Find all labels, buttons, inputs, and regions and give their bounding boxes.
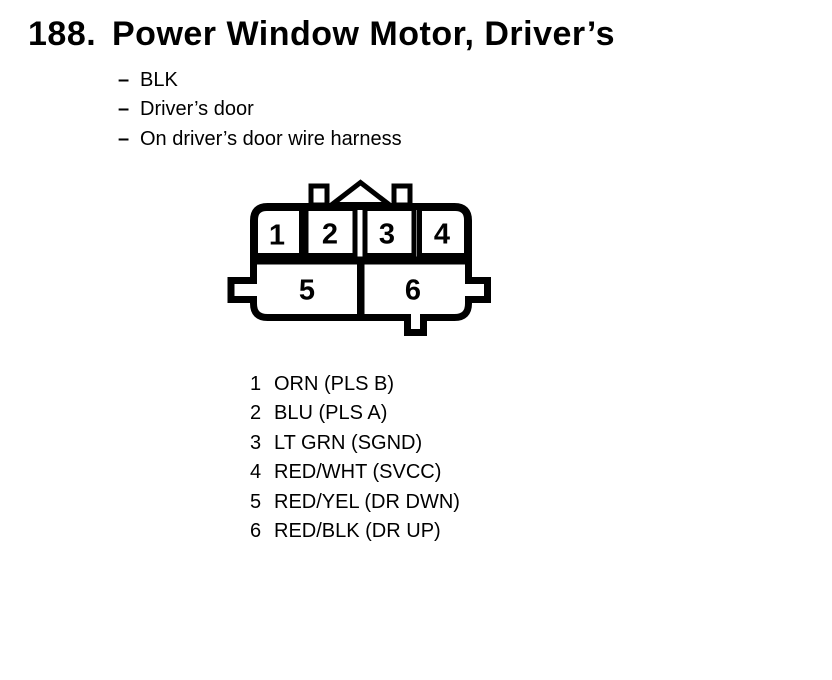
connector-artwork (227, 179, 491, 336)
figure-notes: – BLK – Driver’s door – On driver’s door… (118, 66, 402, 154)
legend-pin-number: 3 (250, 431, 262, 454)
note-text: Driver’s door (140, 98, 254, 121)
legend-row: 1 ORN (PLS B) (250, 370, 460, 399)
figure-header: 188. Power Window Motor, Driver’s (28, 14, 615, 54)
pin-number-2: 2 (321, 218, 339, 251)
cavity-divider (357, 258, 365, 317)
legend-pin-number: 1 (250, 373, 262, 395)
pin-number-3: 3 (378, 218, 396, 251)
legend-wire-label: RED/YEL (DR DWN) (274, 490, 460, 513)
note-item: – BLK (118, 66, 402, 95)
legend-wire-label: ORN (PLS B) (274, 373, 395, 395)
note-item: – On driver’s door wire harness (118, 125, 402, 154)
pin-number-4: 4 (433, 218, 451, 251)
connector-diagram: 1 2 3 4 5 6 (220, 170, 510, 345)
note-dash: – (118, 98, 130, 121)
retention-tab-right (391, 183, 413, 208)
legend-row: 3 LT GRN (SGND) (250, 429, 460, 458)
legend-row: 6 RED/BLK (DR UP) (250, 517, 460, 546)
legend-pin-number: 2 (250, 402, 262, 425)
note-text: BLK (140, 69, 178, 91)
legend-pin-number: 5 (250, 490, 262, 513)
retention-tab-left (308, 183, 330, 208)
pin-cavity-1 (253, 206, 304, 258)
legend-row: 5 RED/YEL (DR DWN) (250, 488, 460, 517)
note-dash: – (118, 127, 130, 150)
note-item: – Driver’s door (118, 95, 402, 124)
legend-wire-label: RED/BLK (DR UP) (274, 520, 441, 543)
pin-legend: 1 ORN (PLS B) 2 BLU (PLS A) 3 LT GRN (SG… (250, 370, 460, 546)
pin-number-1: 1 (268, 219, 286, 252)
pin-cavity-3 (362, 206, 417, 258)
legend-pin-number: 4 (250, 461, 262, 484)
legend-row: 2 BLU (PLS A) (250, 399, 460, 428)
pin-cavity-2 (303, 206, 358, 258)
note-dash: – (118, 69, 130, 91)
legend-wire-label: RED/WHT (SVCC) (274, 461, 442, 484)
legend-wire-label: BLU (PLS A) (274, 402, 388, 425)
pin-number-6: 6 (404, 274, 422, 307)
pin-number-5: 5 (298, 274, 316, 307)
note-text: On driver’s door wire harness (140, 127, 402, 150)
figure-number: 188. (28, 15, 97, 53)
legend-pin-number: 6 (250, 520, 262, 543)
figure-title: Power Window Motor, Driver’s (112, 15, 615, 53)
legend-wire-label: LT GRN (SGND) (274, 431, 423, 454)
lock-triangle (324, 179, 397, 207)
legend-row: 4 RED/WHT (SVCC) (250, 458, 460, 487)
pin-cavity-4 (417, 206, 469, 258)
